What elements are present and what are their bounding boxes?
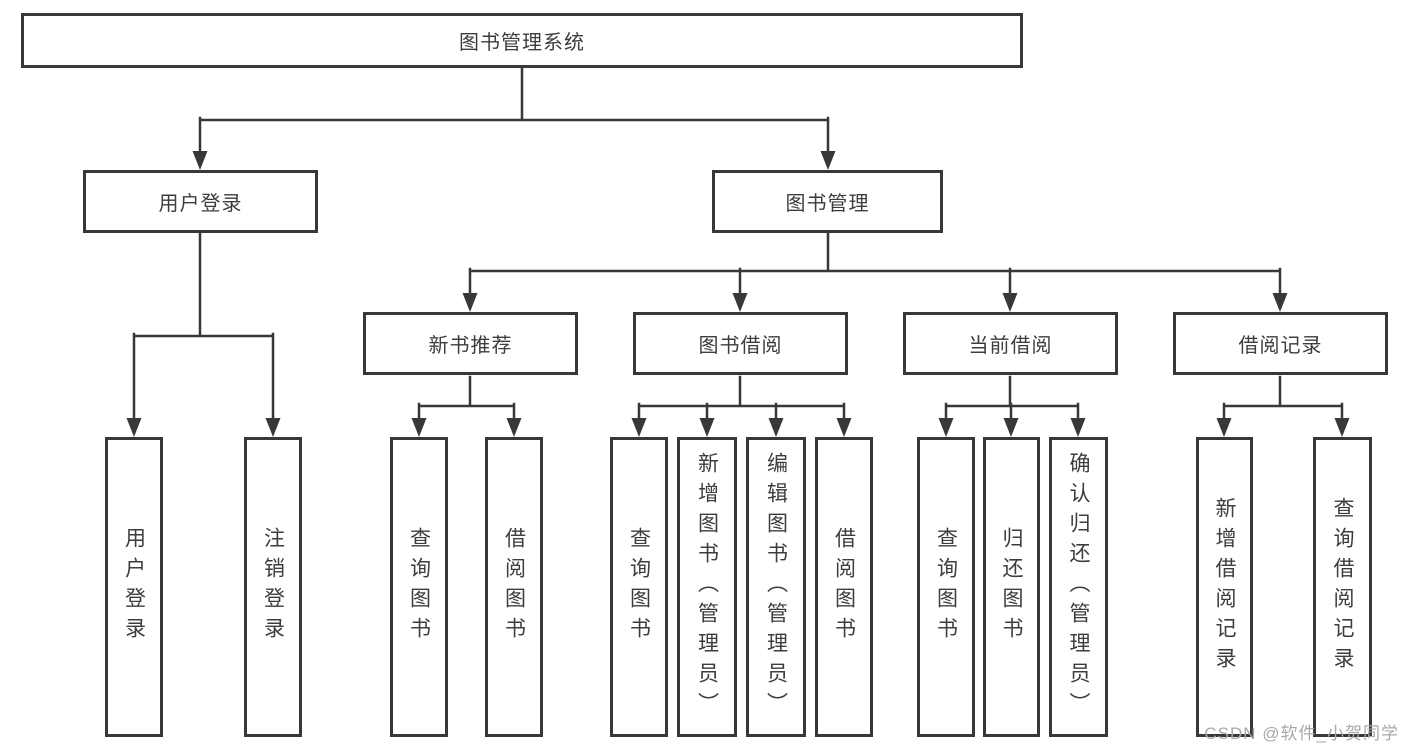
node-user-login: 用户登录 bbox=[83, 170, 318, 233]
node-borrow-books: 借阅图书 bbox=[815, 437, 873, 737]
node-add-borrow-record: 新增借阅记录 bbox=[1196, 437, 1253, 737]
node-label: 新增图书（管理员） bbox=[695, 452, 719, 722]
node-label: 编辑图书（管理员） bbox=[764, 452, 788, 722]
node-current-borrow: 当前借阅 bbox=[903, 312, 1118, 375]
node-add-books-admin: 新增图书（管理员） bbox=[677, 437, 737, 737]
node-book-management-label: 图书管理 bbox=[785, 193, 870, 215]
node-book-borrow: 图书借阅 bbox=[633, 312, 848, 375]
node-user-login-label: 用户登录 bbox=[158, 193, 243, 215]
node-label: 借阅图书 bbox=[832, 527, 856, 647]
node-book-management: 图书管理 bbox=[712, 170, 943, 233]
node-label: 查询图书 bbox=[407, 527, 431, 647]
node-label: 注销登录 bbox=[261, 527, 285, 647]
node-query-books-borrow: 查询图书 bbox=[610, 437, 668, 737]
node-query-books-recommend: 查询图书 bbox=[390, 437, 448, 737]
arrowheads bbox=[126, 151, 1350, 437]
node-label: 用户登录 bbox=[122, 527, 146, 647]
node-borrow-records: 借阅记录 bbox=[1173, 312, 1388, 375]
node-new-book-recommend: 新书推荐 bbox=[363, 312, 578, 375]
node-label: 确认归还（管理员） bbox=[1067, 452, 1090, 722]
node-label: 查询图书 bbox=[934, 527, 958, 647]
node-root-label: 图书管理系统 bbox=[459, 32, 585, 54]
node-label: 新增借阅记录 bbox=[1213, 497, 1236, 677]
node-book-borrow-label: 图书借阅 bbox=[698, 335, 783, 357]
csdn-watermark: CSDN @软件_小贺同学 bbox=[1204, 724, 1399, 743]
node-label: 归还图书 bbox=[1000, 527, 1023, 647]
node-label: 查询图书 bbox=[627, 527, 651, 647]
node-confirm-return-admin: 确认归还（管理员） bbox=[1049, 437, 1108, 737]
node-query-books-current: 查询图书 bbox=[917, 437, 975, 737]
node-user-login-action: 用户登录 bbox=[105, 437, 163, 737]
node-root: 图书管理系统 bbox=[21, 13, 1023, 68]
node-edit-books-admin: 编辑图书（管理员） bbox=[746, 437, 806, 737]
node-borrow-records-label: 借阅记录 bbox=[1238, 335, 1323, 357]
tree-edges bbox=[132, 66, 1344, 427]
node-new-book-recommend-label: 新书推荐 bbox=[428, 335, 513, 357]
node-label: 查询借阅记录 bbox=[1331, 497, 1354, 677]
node-return-books: 归还图书 bbox=[983, 437, 1040, 737]
node-label: 借阅图书 bbox=[502, 527, 526, 647]
node-current-borrow-label: 当前借阅 bbox=[968, 335, 1053, 357]
node-query-borrow-record: 查询借阅记录 bbox=[1313, 437, 1372, 737]
node-logout-action: 注销登录 bbox=[244, 437, 302, 737]
node-borrow-books-recommend: 借阅图书 bbox=[485, 437, 543, 737]
